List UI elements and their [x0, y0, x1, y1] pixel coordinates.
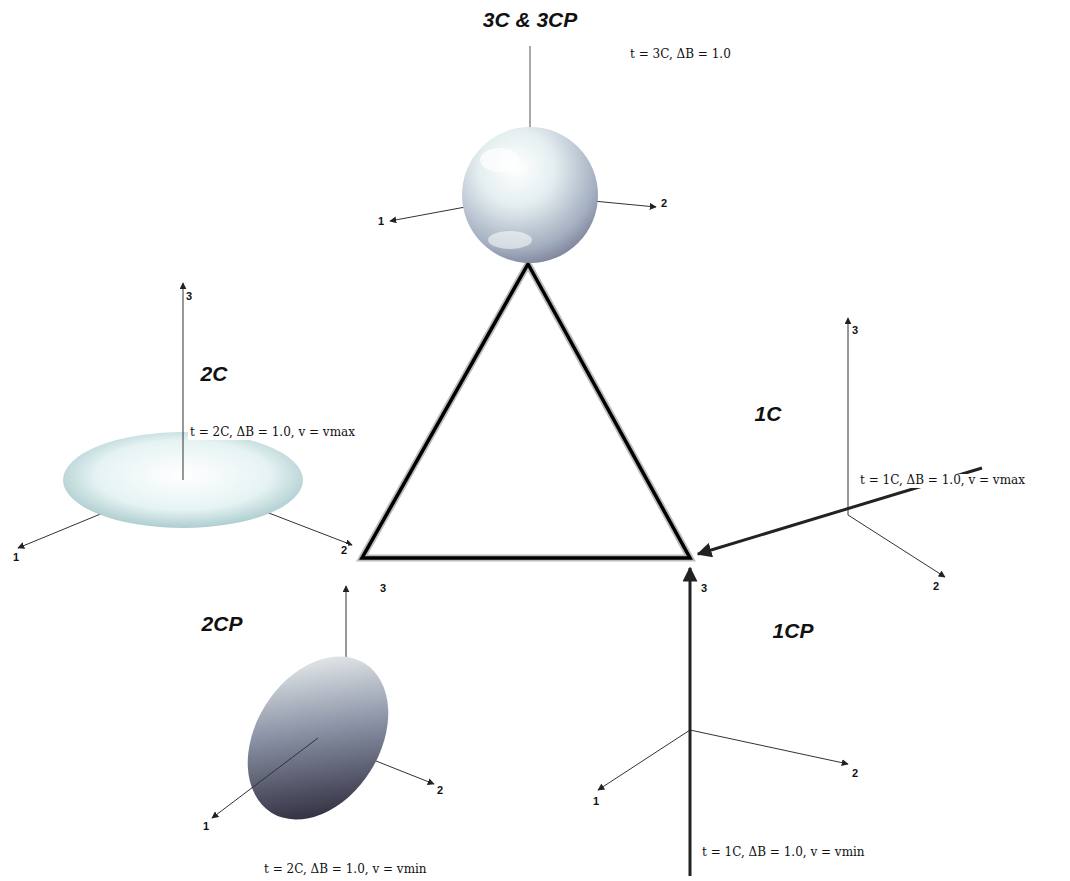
sphere: [462, 127, 598, 263]
parameter-caption: t = 3C, ΔB = 1.0: [628, 48, 733, 62]
axis-label: 2: [932, 580, 940, 593]
panel-title: 3C & 3CP: [481, 8, 580, 32]
triangle-shadow: [362, 264, 690, 558]
axis-label: 1: [592, 795, 600, 808]
axis-label: 2: [340, 544, 348, 557]
axis-label: 1: [202, 820, 210, 833]
panel-title: 1CP: [771, 619, 816, 643]
axis-label: 3: [700, 582, 708, 595]
needle-figure: [598, 568, 848, 876]
needle-figure: [698, 318, 982, 577]
axis-label: 2: [436, 784, 444, 797]
axis-line: [848, 515, 945, 577]
axis-label: 3: [185, 290, 193, 303]
axis-line: [183, 283, 184, 480]
highlight: [480, 148, 520, 172]
axis-line: [346, 586, 347, 662]
oblate-figure: [18, 283, 352, 548]
axis-line: [530, 46, 531, 130]
parameter-caption: t = 1C, ΔB = 1.0, v = vmin: [700, 846, 867, 860]
axis-label: 3: [851, 324, 859, 337]
axis-line: [848, 318, 849, 515]
axis-line: [212, 738, 318, 818]
axis-label: 3: [379, 582, 387, 595]
axis-label: 1: [377, 215, 385, 228]
axis-label: 1: [12, 551, 20, 564]
axis-label: 2: [851, 767, 859, 780]
axis-line: [690, 730, 848, 764]
panel-title: 1C: [753, 402, 784, 426]
sphere-figure: [390, 46, 656, 263]
highlight: [488, 231, 532, 249]
panel-title: 2CP: [200, 612, 245, 636]
panel-title: 2C: [199, 362, 230, 386]
prolate-figure: [212, 586, 434, 845]
triangle: [362, 264, 690, 558]
axis-line: [598, 730, 690, 790]
parameter-caption: t = 1C, ΔB = 1.0, v = vmax: [858, 474, 1027, 488]
parameter-caption: t = 2C, ΔB = 1.0, v = vmax: [188, 426, 357, 440]
axis-label: 2: [660, 197, 668, 210]
parameter-caption: t = 2C, ΔB = 1.0, v = vmin: [262, 863, 429, 877]
needle: [689, 568, 692, 876]
